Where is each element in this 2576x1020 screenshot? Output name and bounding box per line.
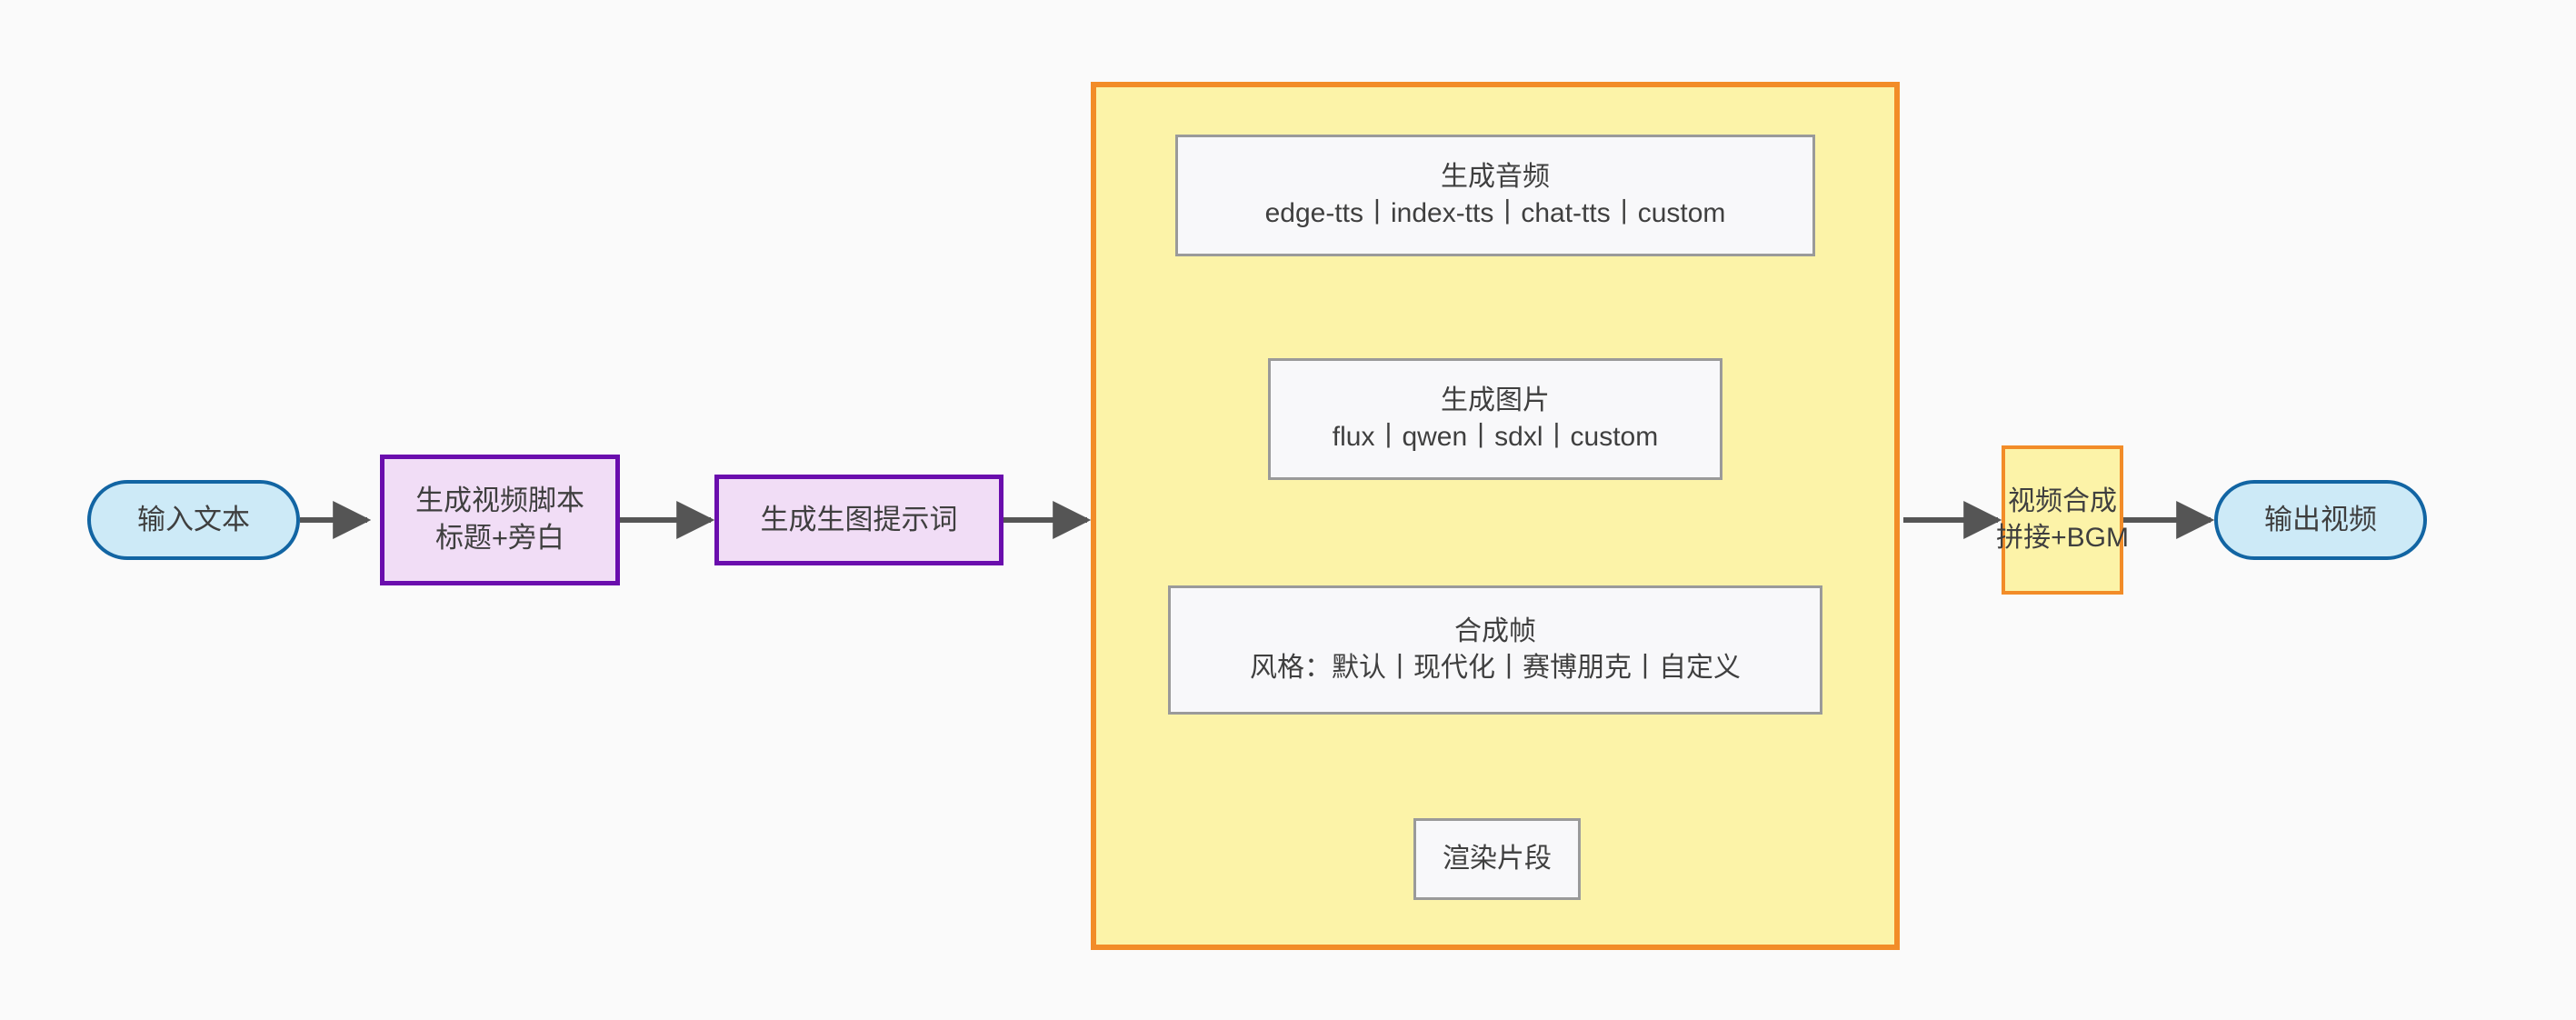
node-generate-image-line2: flux丨qwen丨sdxl丨custom xyxy=(1332,422,1659,452)
node-compose-frame-line2: 风格：默认丨现代化丨赛博朋克丨自定义 xyxy=(1250,653,1741,683)
node-generate-audio-line1: 生成音频 xyxy=(1441,162,1550,193)
node-generate-audio[interactable]: 生成音频 edge-tts丨index-tts丨chat-tts丨custom xyxy=(1175,135,1815,256)
node-generate-script-line1: 生成视频脚本 xyxy=(415,485,584,517)
node-video-compose-line2: 拼接+BGM xyxy=(1996,523,2129,553)
node-video-compose[interactable]: 视频合成 拼接+BGM xyxy=(1996,445,2129,595)
node-generate-prompt-label: 生成生图提示词 xyxy=(760,503,958,535)
node-video-compose-line1: 视频合成 xyxy=(2008,486,2117,517)
node-generate-prompt[interactable]: 生成生图提示词 xyxy=(714,475,1003,565)
node-generate-image-line1: 生成图片 xyxy=(1441,385,1550,416)
node-generate-image[interactable]: 生成图片 flux丨qwen丨sdxl丨custom xyxy=(1268,358,1722,480)
node-generate-script-line2: 标题+旁白 xyxy=(434,522,565,554)
node-generate-script[interactable]: 生成视频脚本 标题+旁白 xyxy=(380,455,620,585)
node-input-text[interactable]: 输入文本 xyxy=(87,480,300,560)
node-generate-audio-line2: edge-tts丨index-tts丨chat-tts丨custom xyxy=(1264,198,1726,228)
node-compose-frame-line1: 合成帧 xyxy=(1454,616,1536,647)
node-compose-frame[interactable]: 合成帧 风格：默认丨现代化丨赛博朋克丨自定义 xyxy=(1168,585,1822,715)
node-output-video-label: 输出视频 xyxy=(2264,503,2377,535)
node-render-segment-label: 渲染片段 xyxy=(1443,844,1552,875)
node-input-text-label: 输入文本 xyxy=(137,503,250,535)
node-output-video[interactable]: 输出视频 xyxy=(2214,480,2427,560)
node-render-segment[interactable]: 渲染片段 xyxy=(1413,818,1581,900)
